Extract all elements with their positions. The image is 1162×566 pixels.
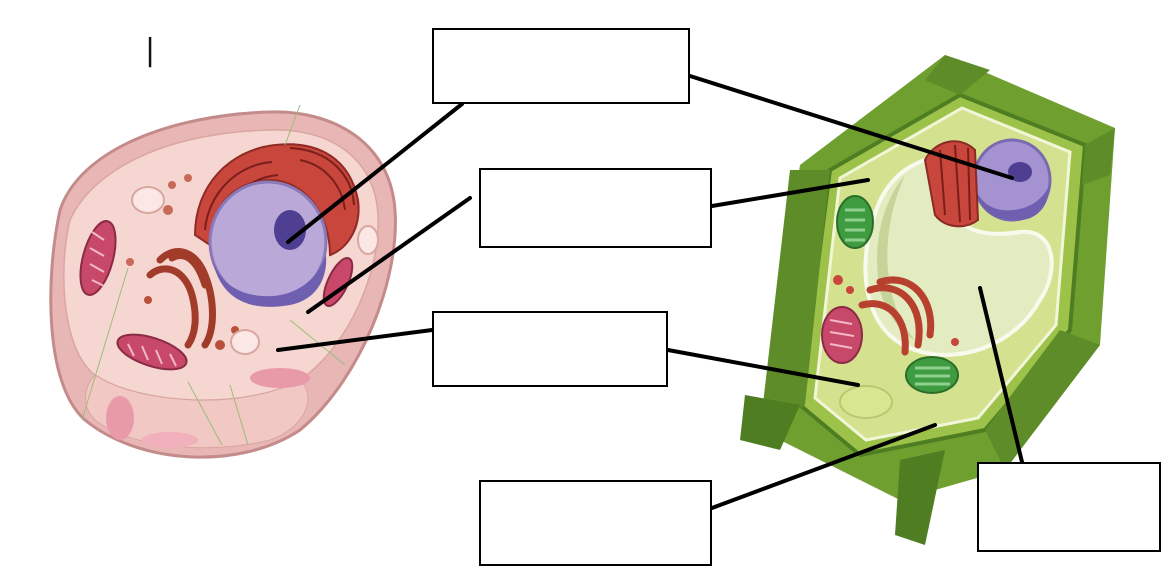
label-box-middle[interactable] [432, 311, 668, 387]
cut-section [250, 368, 310, 388]
label-box-top[interactable] [432, 28, 690, 104]
vesicle [215, 340, 225, 350]
animal-cell [51, 105, 396, 457]
plant-vesicle [846, 286, 854, 294]
vesicle [184, 174, 192, 182]
vacuole [231, 330, 259, 354]
label-box-bottom[interactable] [479, 480, 712, 566]
plant-vesicle [951, 338, 959, 346]
wall-ridge [895, 450, 945, 545]
vacuole [132, 187, 164, 213]
stray-mark: | [145, 36, 155, 66]
vesicle [126, 258, 134, 266]
label-box-right[interactable] [977, 462, 1161, 552]
vesicle [163, 205, 173, 215]
vesicle [144, 296, 152, 304]
cut-section [106, 396, 134, 440]
vacuole [358, 226, 378, 254]
plant-small-vacuole [840, 386, 892, 418]
cut-section [142, 432, 198, 448]
vesicle [168, 181, 176, 189]
plant-vesicle [833, 275, 843, 285]
label-box-upper-middle[interactable] [479, 168, 712, 248]
